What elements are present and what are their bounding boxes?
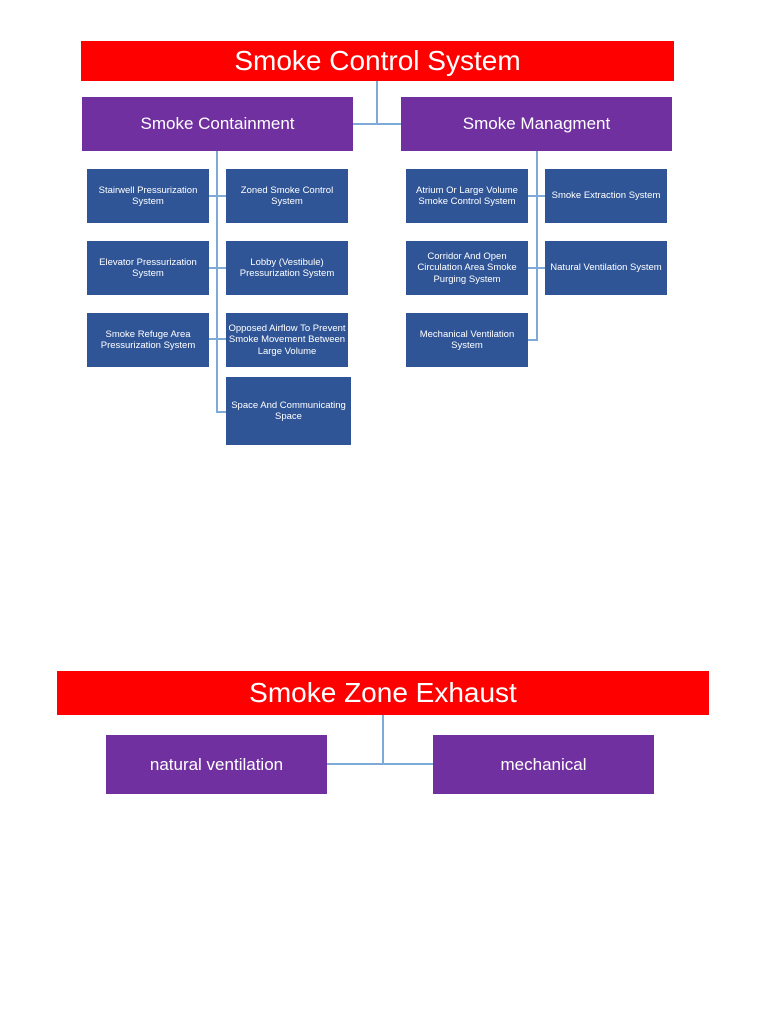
- connector-title-down: [376, 81, 378, 124]
- natural-ventilation-node: natural ventilation: [106, 735, 327, 794]
- opposed-airflow-node: Opposed Airflow To Prevent Smoke Movemen…: [226, 313, 348, 367]
- connector-leaf-1: [208, 195, 226, 197]
- smoke-containment-node: Smoke Containment: [82, 97, 353, 151]
- connector-exhaust-down: [382, 715, 384, 765]
- lobby-pressurization-node: Lobby (Vestibule) Pressurization System: [226, 241, 348, 295]
- zoned-smoke-control-node: Zoned Smoke Control System: [226, 169, 348, 223]
- elevator-pressurization-node: Elevator Pressurization System: [87, 241, 209, 295]
- connector-leaf-2: [208, 267, 226, 269]
- connector-management-trunk: [536, 151, 538, 341]
- connector-leaf-6: [527, 267, 545, 269]
- connector-leaf-4: [217, 411, 226, 413]
- smoke-management-node: Smoke Managment: [401, 97, 672, 151]
- smoke-extraction-node: Smoke Extraction System: [545, 169, 667, 223]
- smoke-zone-exhaust-title: Smoke Zone Exhaust: [57, 671, 709, 715]
- atrium-smoke-control-node: Atrium Or Large Volume Smoke Control Sys…: [406, 169, 528, 223]
- connector-leaf-5: [527, 195, 545, 197]
- natural-ventilation-system-node: Natural Ventilation System: [545, 241, 667, 295]
- mechanical-node: mechanical: [433, 735, 654, 794]
- space-communicating-node: Space And Communicating Space: [226, 377, 351, 445]
- connector-leaf-7: [527, 339, 537, 341]
- connector-containment-trunk: [216, 151, 218, 413]
- corridor-smoke-purging-node: Corridor And Open Circulation Area Smoke…: [406, 241, 528, 295]
- connector-leaf-3: [208, 338, 226, 340]
- connector-exhaust-horizontal: [327, 763, 434, 765]
- mechanical-ventilation-system-node: Mechanical Ventilation System: [406, 313, 528, 367]
- smoke-control-system-title: Smoke Control System: [81, 41, 674, 81]
- connector-categories: [352, 123, 402, 125]
- smoke-refuge-area-node: Smoke Refuge Area Pressurization System: [87, 313, 209, 367]
- stairwell-pressurization-node: Stairwell Pressurization System: [87, 169, 209, 223]
